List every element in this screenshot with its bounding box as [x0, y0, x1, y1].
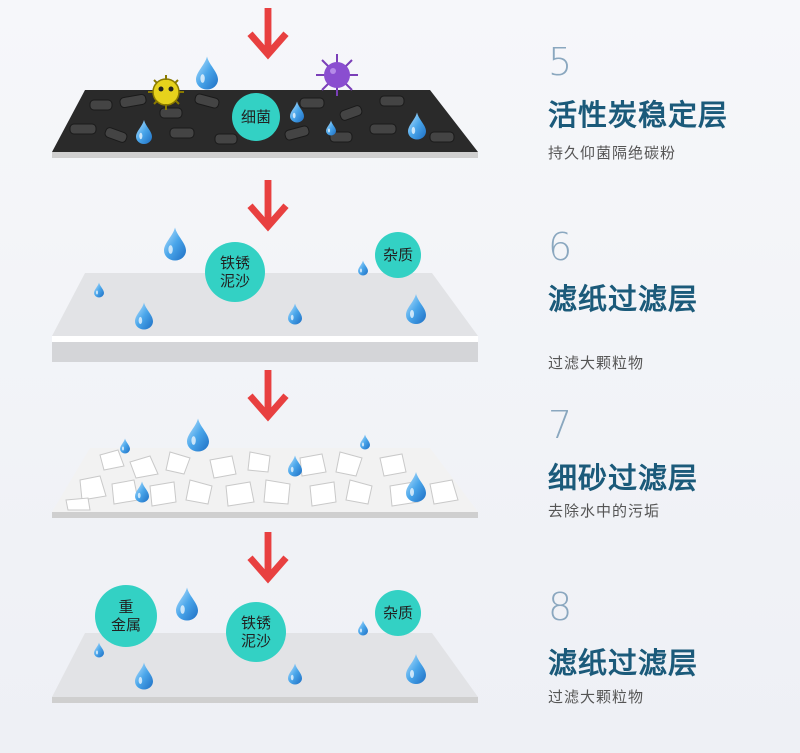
- layer-description: 去除水中的污垢: [548, 500, 660, 521]
- down-arrow-icon: [250, 180, 286, 226]
- layer-number: 7: [548, 403, 572, 447]
- virus-icon: [316, 54, 358, 96]
- layer-number: 5: [548, 40, 572, 84]
- layer-title: 细砂过滤层: [548, 455, 698, 497]
- layer-title: 滤纸过滤层: [548, 276, 698, 318]
- label-rust-sand: 铁锈 泥沙: [226, 602, 286, 662]
- layer-title: 活性炭稳定层: [548, 92, 728, 134]
- layer-description: 持久仰菌隔绝碳粉: [548, 142, 676, 163]
- down-arrow-icon: [250, 532, 286, 578]
- layer-number: 6: [548, 225, 572, 269]
- layer-description: 过滤大颗粒物: [548, 686, 644, 707]
- label-bacteria: 细菌: [232, 93, 280, 141]
- layer-description: 过滤大颗粒物: [548, 352, 644, 373]
- layer-number: 8: [548, 585, 572, 629]
- layer-title: 滤纸过滤层: [548, 640, 698, 682]
- down-arrow-icon: [250, 370, 286, 416]
- label-impurities: 杂质: [375, 590, 421, 636]
- label-impurities: 杂质: [375, 232, 421, 278]
- label-rust-sand: 铁锈 泥沙: [205, 242, 265, 302]
- label-heavy-metal: 重 金属: [95, 585, 157, 647]
- down-arrow-icon: [250, 8, 286, 54]
